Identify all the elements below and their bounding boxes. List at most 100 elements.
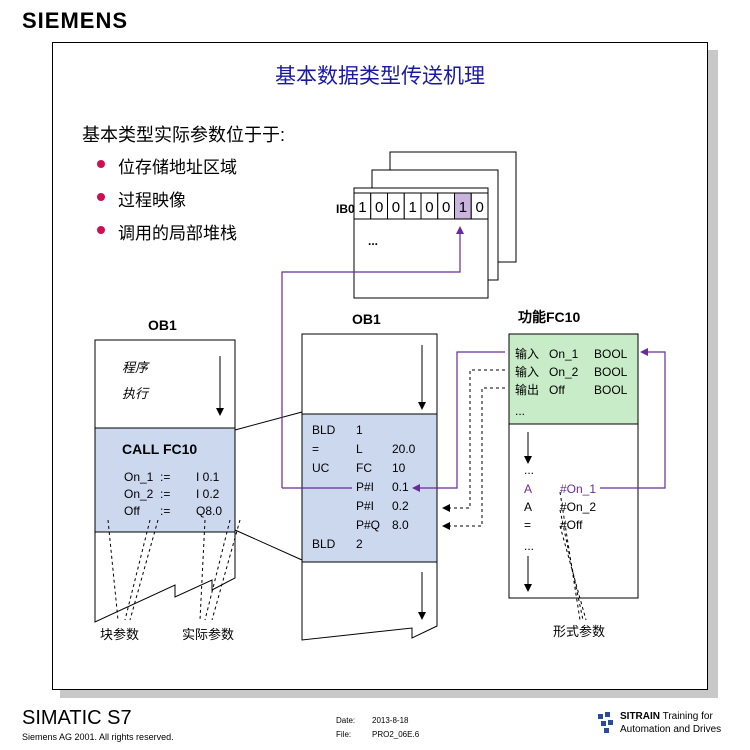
sitrain-logo-icon xyxy=(598,712,613,733)
mc7-col3: 10 xyxy=(392,461,406,475)
code-op: = xyxy=(524,518,531,532)
mc7-col2: L xyxy=(356,442,363,456)
fc10-code-more-top: ... xyxy=(524,463,534,477)
ib0-bit-value: 0 xyxy=(442,199,450,216)
code-arg: #Off xyxy=(560,518,583,532)
ib0-bit-value: 0 xyxy=(392,199,400,216)
bullet-item: 位存储地址区域 xyxy=(118,158,237,177)
ib0-to-pointer-arrow xyxy=(281,226,464,488)
actual-param-label: 实际参数 xyxy=(182,627,234,642)
ib0-bit-value: 1 xyxy=(408,199,416,216)
ob1-mid-title: OB1 xyxy=(352,311,381,327)
decl-kind: 输入 xyxy=(515,346,539,361)
program-label-2: 执行 xyxy=(122,386,150,401)
decl-kind: 输出 xyxy=(515,382,539,397)
call-param-value: I 0.2 xyxy=(196,487,220,501)
fc10-title: 功能FC10 xyxy=(518,309,580,325)
ib0-more: ... xyxy=(368,234,378,248)
fc10-declaration-panel xyxy=(508,333,639,425)
formal-param-label: 形式参数 xyxy=(553,624,605,639)
mc7-col2: P#Q xyxy=(356,518,380,532)
mc7-col2: 2 xyxy=(356,537,363,551)
decl-name: On_2 xyxy=(549,365,579,379)
zoom-connector xyxy=(234,529,303,561)
bullet-dot xyxy=(97,193,105,201)
footer-copyright: Siemens AG 2001. All rights reserved. xyxy=(22,732,174,742)
code-op: A xyxy=(524,482,532,496)
sitrain-brand: SITRAIN xyxy=(620,711,660,722)
mc7-col1: BLD xyxy=(312,537,336,551)
fc10-code-rows: A#On_1A#On_2=#Off xyxy=(524,482,596,532)
sitrain-line1: SITRAIN Training for xyxy=(620,711,713,722)
bullet-item: 调用的局部堆栈 xyxy=(118,224,237,243)
call-param-name: Off xyxy=(124,504,140,518)
fc10-decl-more: ... xyxy=(515,404,525,418)
ib0-bit-value: 1 xyxy=(358,199,366,216)
code-arg: #On_1 xyxy=(560,482,596,496)
off-link-arrow xyxy=(442,387,505,530)
code-to-decl-arrow xyxy=(600,348,666,489)
footer-product: SIMATIC S7 xyxy=(22,707,132,729)
call-param-value: Q8.0 xyxy=(196,504,222,518)
ib0-bit-value: 0 xyxy=(375,199,383,216)
ib0-bit-value: 0 xyxy=(425,199,433,216)
bullet-item: 过程映像 xyxy=(118,191,186,210)
mc7-col3: 0.1 xyxy=(392,480,409,494)
fc10-to-pointer-arrow xyxy=(412,351,505,492)
footer-date-value: 2013-8-18 xyxy=(372,716,409,725)
decl-type: BOOL xyxy=(594,383,628,397)
zoom-connector xyxy=(234,411,303,431)
ob1-left-title: OB1 xyxy=(148,317,177,333)
footer-file-value: PRO2_06E.6 xyxy=(372,730,420,739)
mc7-col3: 20.0 xyxy=(392,442,416,456)
ib0-bit-value: 0 xyxy=(475,199,483,216)
block-param-label: 块参数 xyxy=(100,627,139,642)
decl-type: BOOL xyxy=(594,365,628,379)
mc7-col1: = xyxy=(312,442,319,456)
decl-kind: 输入 xyxy=(515,364,539,379)
call-instruction: CALL FC10 xyxy=(122,441,197,457)
decl-name: On_1 xyxy=(549,347,579,361)
call-param-assign: := xyxy=(160,487,170,501)
sitrain-tail: Training for xyxy=(662,711,713,722)
mc7-col2: P#I xyxy=(356,480,374,494)
decl-name: Off xyxy=(549,383,565,397)
call-param-value: I 0.1 xyxy=(196,470,220,484)
call-param-assign: := xyxy=(160,470,170,484)
call-param-assign: := xyxy=(160,504,170,518)
sitrain-line2: Automation and Drives xyxy=(620,724,722,735)
memory-page-stack xyxy=(353,151,517,299)
ib0-bit-value: 1 xyxy=(459,199,467,216)
call-param-name: On_2 xyxy=(124,487,154,501)
on2-link-arrow xyxy=(442,369,505,512)
slide-title: 基本数据类型传送机理 xyxy=(275,65,485,88)
mc7-col2: FC xyxy=(356,461,372,475)
fc10-code-more-bottom: ... xyxy=(524,539,534,553)
mc7-col3: 8.0 xyxy=(392,518,409,532)
mc7-col2: P#I xyxy=(356,499,374,513)
mc7-col1: UC xyxy=(312,461,330,475)
footer-date-label: Date: xyxy=(336,716,356,725)
mc7-col3: 0.2 xyxy=(392,499,409,513)
ib0-bit-cell xyxy=(470,192,489,220)
ob1-left-call-panel xyxy=(94,427,236,533)
call-param-name: On_1 xyxy=(124,470,154,484)
bullet-dot xyxy=(97,160,105,168)
footer-file-label: File: xyxy=(336,730,352,739)
code-arg: #On_2 xyxy=(560,500,596,514)
program-label-1: 程序 xyxy=(122,360,150,375)
code-op: A xyxy=(524,500,532,514)
bullet-dot xyxy=(97,226,105,234)
mc7-col2: 1 xyxy=(356,423,363,437)
decl-type: BOOL xyxy=(594,347,628,361)
mc7-col1: BLD xyxy=(312,423,336,437)
ib0-label: IB0 xyxy=(336,202,355,216)
siemens-logo: SIEMENS xyxy=(22,8,129,33)
formal-param-pointers xyxy=(559,491,587,621)
param-label-pointers xyxy=(107,519,241,621)
